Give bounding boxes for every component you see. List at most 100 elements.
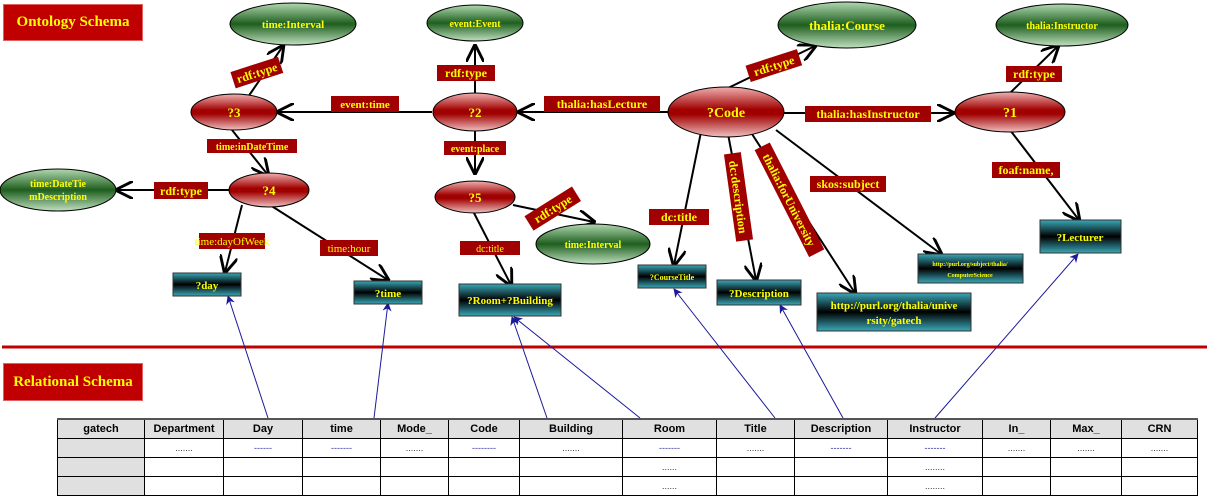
- svg-text:rdf:type: rdf:type: [445, 66, 488, 80]
- mapping-instructor: [934, 253, 1079, 419]
- literal-label: ?Room+?Building: [467, 295, 553, 307]
- table-cell: ........: [887, 476, 983, 496]
- column-header-department: Department: [144, 418, 224, 439]
- column-header-room: Room: [622, 418, 717, 439]
- mapping-lines: [226, 253, 1079, 419]
- edge-label-dc-description: dc:description: [723, 152, 754, 242]
- literal-label: ?CourseTitle: [650, 273, 695, 282]
- table-cell: [519, 457, 623, 477]
- column-header-title: Title: [716, 418, 795, 439]
- svg-text:dc:title: dc:title: [661, 210, 698, 224]
- table-cell: [302, 476, 381, 496]
- edge-label-skos-subject: skos:subject: [810, 176, 886, 192]
- table-cell: .......: [144, 438, 224, 458]
- literal-box-lecturer: [1039, 219, 1122, 254]
- edge-label-has-lecture: thalia:hasLecture: [544, 96, 660, 112]
- svg-text:thalia:hasLecture: thalia:hasLecture: [557, 97, 648, 111]
- svg-text:skos:subject: skos:subject: [817, 177, 880, 191]
- relational-table: gatech Department Day time Mode_ Code Bu…: [57, 418, 1198, 496]
- class-node-event-event: [426, 4, 524, 42]
- edge-label-foaf-name: foaf:name,: [992, 162, 1060, 178]
- literal-box-room-building: [458, 283, 562, 317]
- column-header-building: Building: [519, 418, 623, 439]
- edge-code-title: [674, 131, 702, 265]
- edge-label-day-of-week: time:dayOfWeek: [195, 233, 270, 249]
- literal-label: rsity/gatech: [867, 315, 922, 327]
- table-cell: .......: [1121, 438, 1198, 458]
- svg-text:time:dayOfWeek: time:dayOfWeek: [195, 236, 270, 248]
- edge-label-event-time: event:time: [331, 96, 399, 112]
- table-cell: .......: [380, 438, 449, 458]
- literal-box-description: [716, 279, 802, 306]
- mapping-building: [510, 316, 548, 419]
- table-cell: [223, 476, 303, 496]
- table-cell: ........: [887, 457, 983, 477]
- table-row: ....... ------ ------- ....... -------- …: [57, 438, 1198, 458]
- literal-box-day: [172, 272, 242, 297]
- variable-node-label: ?3: [228, 105, 242, 120]
- table-cell: [794, 476, 888, 496]
- table-header-row: gatech Department Day time Mode_ Code Bu…: [57, 418, 1198, 439]
- column-header-max: Max_: [1050, 418, 1122, 439]
- table-cell: [1050, 476, 1122, 496]
- table-cell: ......: [622, 457, 717, 477]
- table-cell: [57, 457, 145, 477]
- table-cell: -------: [302, 438, 381, 458]
- table-cell: .......: [519, 438, 623, 458]
- column-header-time: time: [302, 418, 381, 439]
- column-header-crn: CRN: [1121, 418, 1198, 439]
- svg-text:time:inDateTime: time:inDateTime: [216, 142, 289, 153]
- svg-text:thalia:forUniversity: thalia:forUniversity: [760, 151, 819, 248]
- svg-text:thalia:hasInstructor: thalia:hasInstructor: [816, 107, 920, 121]
- table-cell: -------: [794, 438, 888, 458]
- svg-text:rdf:type: rdf:type: [160, 184, 203, 198]
- mapping-title: [673, 288, 776, 419]
- edge-label-has-instructor: thalia:hasInstructor: [805, 106, 931, 122]
- table-cell: [982, 457, 1051, 477]
- edge-label-dc-title-code: dc:title: [649, 209, 709, 225]
- relational-schema-header: Relational Schema: [3, 363, 143, 401]
- literal-label: http://purl.org/subject/thalia/: [932, 262, 1008, 268]
- edge-label-rdf-type-2: rdf:type: [437, 65, 495, 81]
- class-node-thalia-course: [777, 1, 917, 49]
- literal-box-subject-url: [917, 253, 1024, 284]
- edge-label-rdf-type-1: rdf:type: [1006, 66, 1062, 82]
- table-row: ...... ........: [57, 457, 1198, 477]
- edge-label-rdf-type-code: rdf:type: [745, 49, 803, 82]
- table-cell: .......: [1050, 438, 1122, 458]
- edge-label-in-date-time: time:inDateTime: [207, 139, 297, 153]
- literal-box-university-url: [816, 292, 972, 332]
- table-cell: [982, 476, 1051, 496]
- column-header-description: Description: [794, 418, 888, 439]
- table-cell: -------: [887, 438, 983, 458]
- variable-node-label: ?1: [1003, 106, 1017, 121]
- column-header-gatech: gatech: [57, 418, 145, 439]
- table-cell: [794, 457, 888, 477]
- edge-label-event-place: event:place: [444, 141, 506, 155]
- svg-text:rdf:type: rdf:type: [1013, 67, 1056, 81]
- edge-label-rdf-type-4: rdf:type: [154, 182, 208, 199]
- svg-text:foaf:name,: foaf:name,: [999, 163, 1054, 177]
- table-cell: [1050, 457, 1122, 477]
- class-node-label: thalia:Instructor: [1026, 21, 1098, 32]
- table-cell: .......: [716, 438, 795, 458]
- table-cell: [448, 476, 520, 496]
- literal-box-time: [353, 280, 423, 305]
- variable-node-4: [228, 172, 310, 208]
- variable-node-label: ?2: [469, 105, 482, 120]
- class-node-label: time:DateTie: [30, 179, 86, 190]
- table-cell: --------: [448, 438, 520, 458]
- table-cell: ......: [622, 476, 717, 496]
- class-node-label: time:Interval: [565, 240, 622, 251]
- class-node-label: thalia:Course: [809, 18, 885, 33]
- table-cell: [302, 457, 381, 477]
- table-cell: ------: [223, 438, 303, 458]
- column-header-instructor: Instructor: [887, 418, 983, 439]
- column-header-mode: Mode_: [380, 418, 449, 439]
- variable-node-label: ?Code: [707, 106, 745, 121]
- column-header-code: Code: [448, 418, 520, 439]
- table-cell: [144, 476, 224, 496]
- variable-node-code: [667, 86, 785, 138]
- table-cell: [144, 457, 224, 477]
